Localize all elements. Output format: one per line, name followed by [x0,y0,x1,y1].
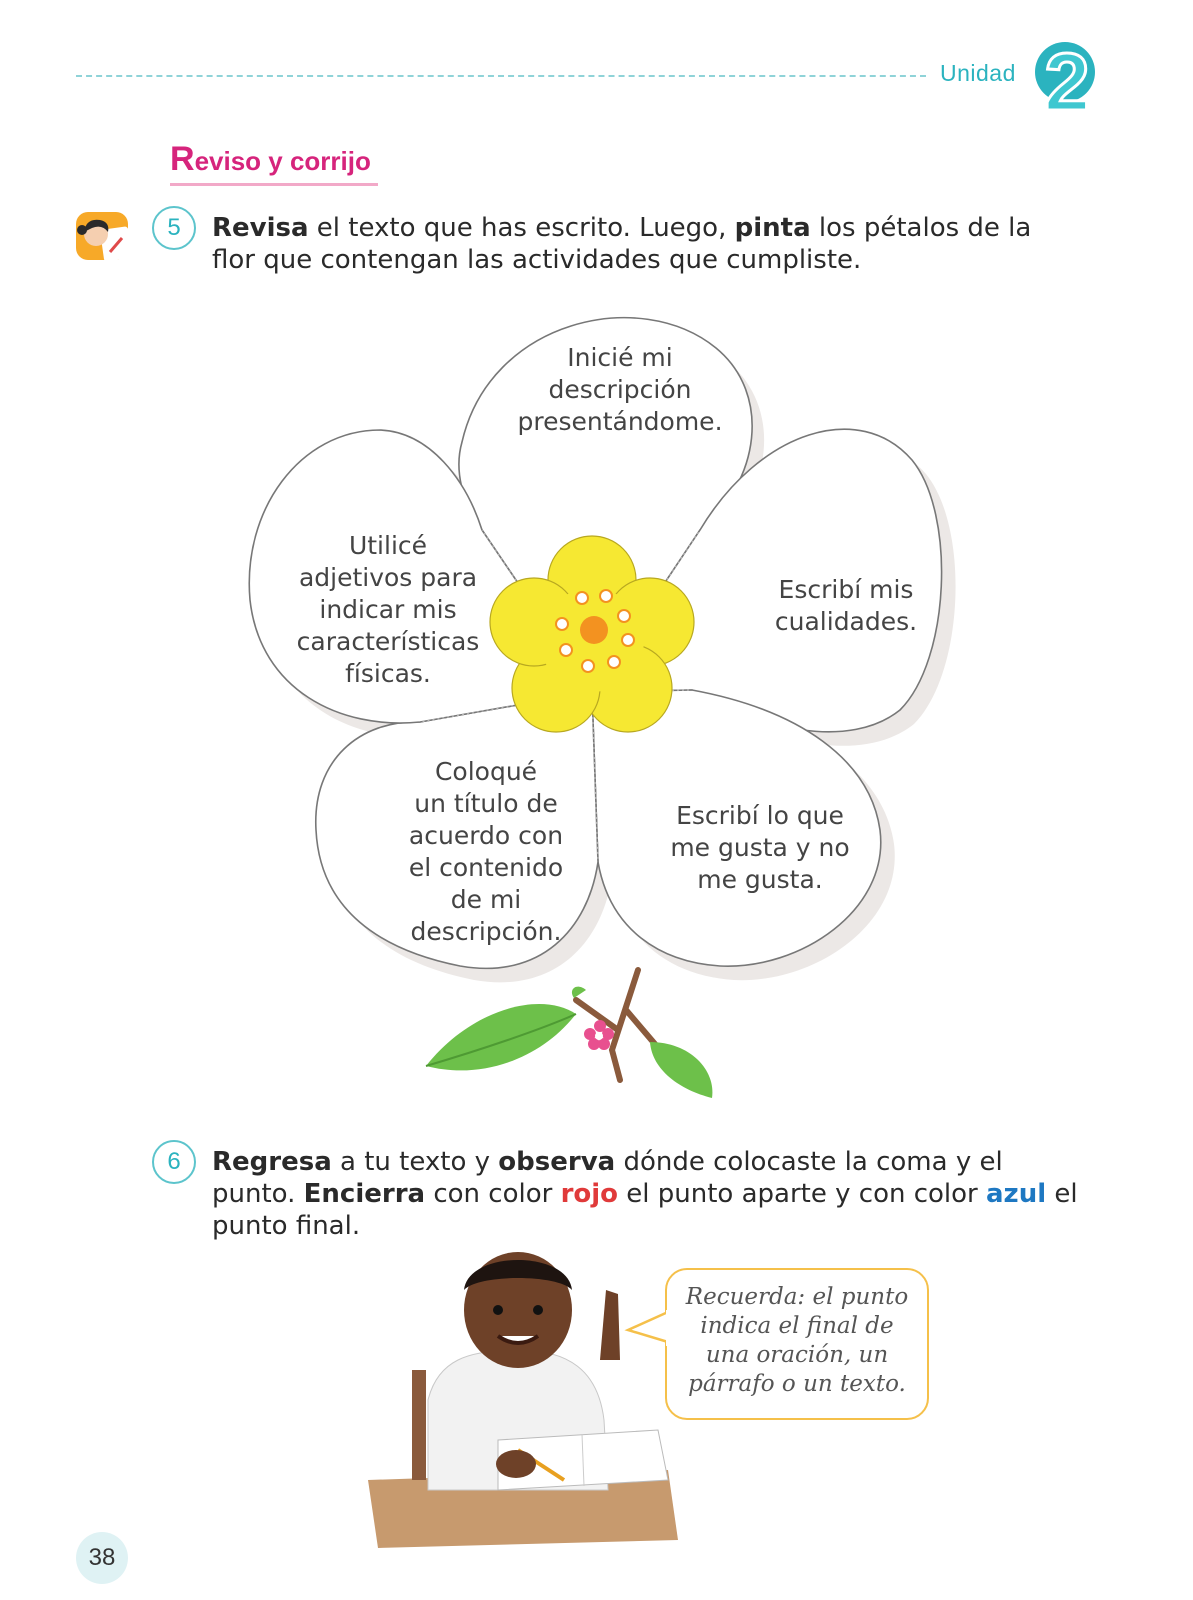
section-title: Reviso y corrijo [170,140,371,179]
instruction-text: dónde colocaste la coma y el punto. [212,1147,1003,1209]
speech-bubble [665,1268,929,1420]
petal-line: Inicié mi [567,343,673,372]
speech-bubble-text: Recuerda: el punto indica el final de un… [672,1283,922,1399]
petal-line: Utilicé [348,531,428,560]
verb-observa: observa [498,1147,616,1177]
petal-line: cualidades. [774,607,918,636]
activity-5-instruction: Revisa el texto que has escrito. Luego, … [212,212,1072,276]
petal-line: un título de [414,789,558,818]
unit-number-badge: 2 [1035,36,1095,122]
petal-line: Escribí mis [778,575,914,604]
verb-regresa: Regresa [212,1147,332,1177]
section-title-underline [170,183,378,186]
petal-bottom-left [315,691,599,970]
verb-revisa: Revisa [212,213,309,243]
section-title-initial: R [170,140,195,178]
petal-line: el contenido [408,853,564,882]
bubble-line: Recuerda: el punto [685,1284,909,1310]
activity-6-instruction: Regresa a tu texto y observa dónde coloc… [212,1146,1092,1242]
instruction-text: a tu texto y [331,1147,499,1177]
petal-line: descripción. [410,917,562,946]
unit-number: 2 [1044,37,1090,122]
color-word-red: rojo [560,1179,619,1209]
petal-line: acuerdo con [408,821,564,850]
bubble-line: una oración, un [705,1342,889,1368]
speech-bubble-tail [624,1310,670,1346]
petal-bottom-left-text: Coloqué un título de acuerdo con el cont… [366,756,606,948]
branch-with-leaves [425,967,713,1098]
petal-left-text: Utilicé adjetivos para indicar mis carac… [268,530,508,690]
instruction-text: el punto aparte y con color [618,1179,987,1209]
verb-pinta: pinta [734,213,811,243]
petal-line: presentándome. [517,407,723,436]
petal-line: características [296,627,480,656]
page-number: 38 [76,1532,128,1584]
petal-line: Escribí lo que [676,801,844,830]
writing-girl-icon [76,212,132,262]
bubble-line: indica el final de [700,1313,894,1339]
activity-5-number: 5 [152,206,196,250]
bubble-line: párrafo o un texto. [688,1371,906,1397]
petal-line: descripción [548,375,692,404]
instruction-text: el punto final. [212,1179,1078,1241]
petal-right-text: Escribí mis cualidades. [736,574,956,638]
instruction-text: con color [425,1179,561,1209]
small-pink-flower [584,1020,614,1050]
section-title-rest: eviso y corrijo [194,146,371,176]
petal-bottom-right-text: Escribí lo que me gusta y no me gusta. [640,800,880,896]
instruction-text: el texto que has escrito. Luego, [308,213,735,243]
activity-6-number: 6 [152,1140,196,1184]
petal-line: físicas. [345,659,431,688]
petal-line: indicar mis [319,595,457,624]
unit-label: Unidad [940,60,1016,86]
instruction-text: los pétalos de la flor que contengan las… [212,213,1032,275]
petal-line: me gusta. [697,865,823,894]
petal-line: de mi [450,885,522,914]
verb-encierra: Encierra [303,1179,426,1209]
petal-line: Coloqué [434,757,538,786]
petal-line: me gusta y no [670,833,850,862]
color-word-blue: azul [986,1179,1047,1209]
petal-top-text: Inicié mi descripción presentándome. [470,342,770,438]
petal-line: adjetivos para [298,563,478,592]
flower-diagram [248,317,956,1098]
header-dashed-line [76,75,926,77]
boy-writing-illustration [368,1252,678,1548]
petal-bottom-right [591,689,882,967]
